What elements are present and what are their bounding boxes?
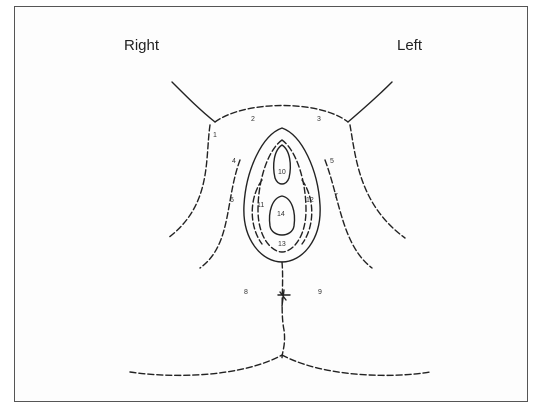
upper-arch <box>215 106 348 123</box>
thigh-left-inner <box>325 160 372 268</box>
region-label: 13 <box>278 241 286 248</box>
upper-left-contour <box>348 82 392 122</box>
swoop-right <box>252 180 262 244</box>
thigh-right-inner <box>200 160 240 268</box>
region-label: 4 <box>232 158 236 165</box>
thigh-right-outer <box>168 125 210 238</box>
region-label: 6 <box>230 197 234 204</box>
upper-oval <box>274 145 291 184</box>
region-label: 9 <box>318 289 322 296</box>
region-label: 2 <box>251 116 255 123</box>
region-label: 10 <box>278 169 286 176</box>
region-label: 3 <box>317 116 321 123</box>
buttock-left <box>282 355 430 375</box>
region-label: 14 <box>277 211 285 218</box>
thigh-left-outer <box>350 125 405 238</box>
region-label: 11 <box>257 202 264 209</box>
region-label: 12 <box>306 197 314 204</box>
region-label: 1 <box>213 132 217 139</box>
upper-right-contour <box>172 82 215 122</box>
midline <box>282 262 285 358</box>
region-label: 7 <box>334 193 338 200</box>
buttock-right <box>130 355 282 375</box>
region-label: 5 <box>330 158 334 165</box>
perineal-mark <box>278 290 290 306</box>
region-label: 8 <box>244 289 248 296</box>
swoop-left <box>302 180 312 244</box>
